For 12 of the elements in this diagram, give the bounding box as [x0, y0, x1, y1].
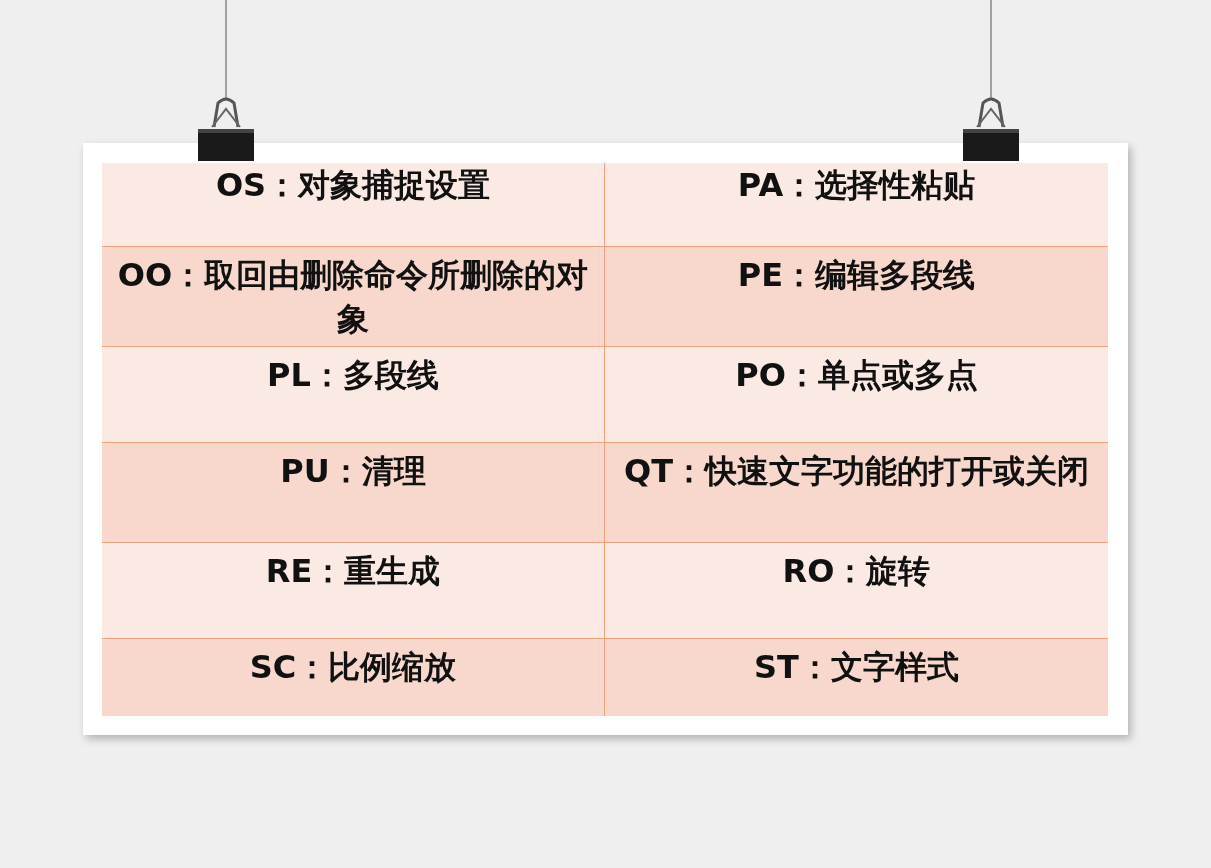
- table-cell: PU：清理: [102, 443, 605, 543]
- table-cell: OS：对象捕捉设置: [102, 163, 605, 247]
- table-cell: OO：取回由删除命令所删除的对象: [102, 247, 605, 347]
- table-cell: RE：重生成: [102, 543, 605, 639]
- table-cell: RO：旋转: [605, 543, 1108, 639]
- table-cell: PO：单点或多点: [605, 347, 1108, 443]
- table-cell: SC：比例缩放: [102, 639, 605, 716]
- table-cell: QT：快速文字功能的打开或关闭: [605, 443, 1108, 543]
- table-cell: PE：编辑多段线: [605, 247, 1108, 347]
- table-cell: PL：多段线: [102, 347, 605, 443]
- table-cell: PA：选择性粘贴: [605, 163, 1108, 247]
- table-cell: ST：文字样式: [605, 639, 1108, 716]
